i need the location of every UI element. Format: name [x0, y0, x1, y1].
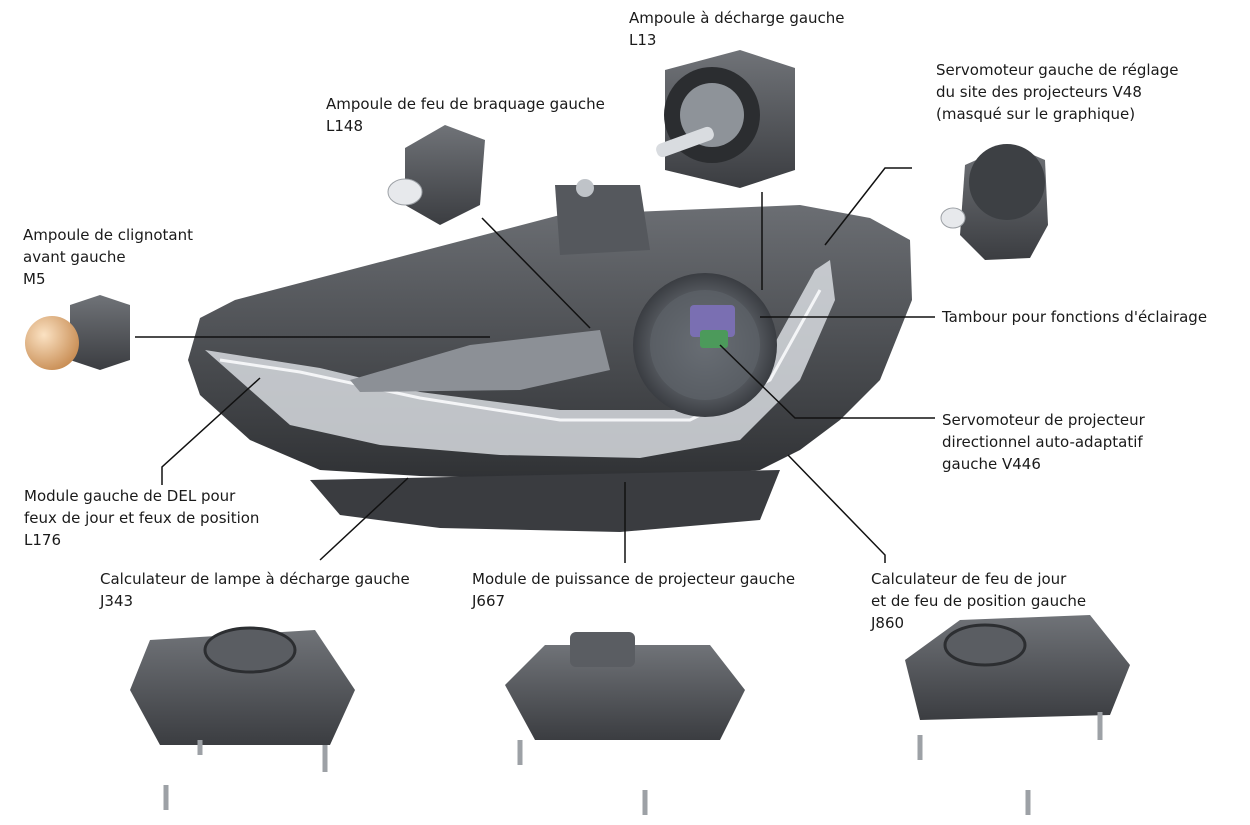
headlamp-housing — [188, 179, 912, 532]
discharge-ecu-part — [130, 626, 355, 810]
label-turn-signal-bulb: Ampoule de clignotant avant gauche M5 — [23, 226, 194, 288]
drl-ecu-part — [905, 615, 1130, 815]
label-afs-servo: Servomoteur de projecteur directionnel a… — [942, 411, 1145, 473]
label-led-module: Module gauche de DEL pour feux de jour e… — [24, 487, 260, 549]
label-power-module: Module de puissance de projecteur gauche… — [472, 570, 796, 610]
leader-cornering — [481, 217, 591, 329]
discharge-bulb-part — [656, 50, 795, 188]
leader-discharge-ecu — [319, 477, 409, 561]
label-range-servo: Servomoteur gauche de réglage du site de… — [936, 61, 1179, 123]
cornering-bulb-part — [387, 125, 485, 225]
leader-afs-servo — [719, 344, 935, 419]
label-discharge-ecu: Calculateur de lampe à décharge gauche J… — [100, 570, 410, 610]
leader-lines — [135, 167, 935, 563]
label-drum: Tambour pour fonctions d'éclairage — [942, 308, 1208, 326]
leader-led-module — [161, 377, 261, 485]
turn-signal-bulb-part — [25, 295, 130, 370]
leader-drl-ecu — [787, 454, 886, 563]
label-discharge-bulb: Ampoule à décharge gauche L13 — [629, 9, 845, 49]
range-servo-part — [940, 144, 1048, 260]
label-drl-ecu: Calculateur de feu de jour et de feu de … — [871, 570, 1087, 632]
label-cornering-bulb: Ampoule de feu de braquage gauche L148 — [326, 95, 605, 135]
leader-range-servo — [824, 167, 912, 246]
power-module-part — [505, 632, 745, 815]
